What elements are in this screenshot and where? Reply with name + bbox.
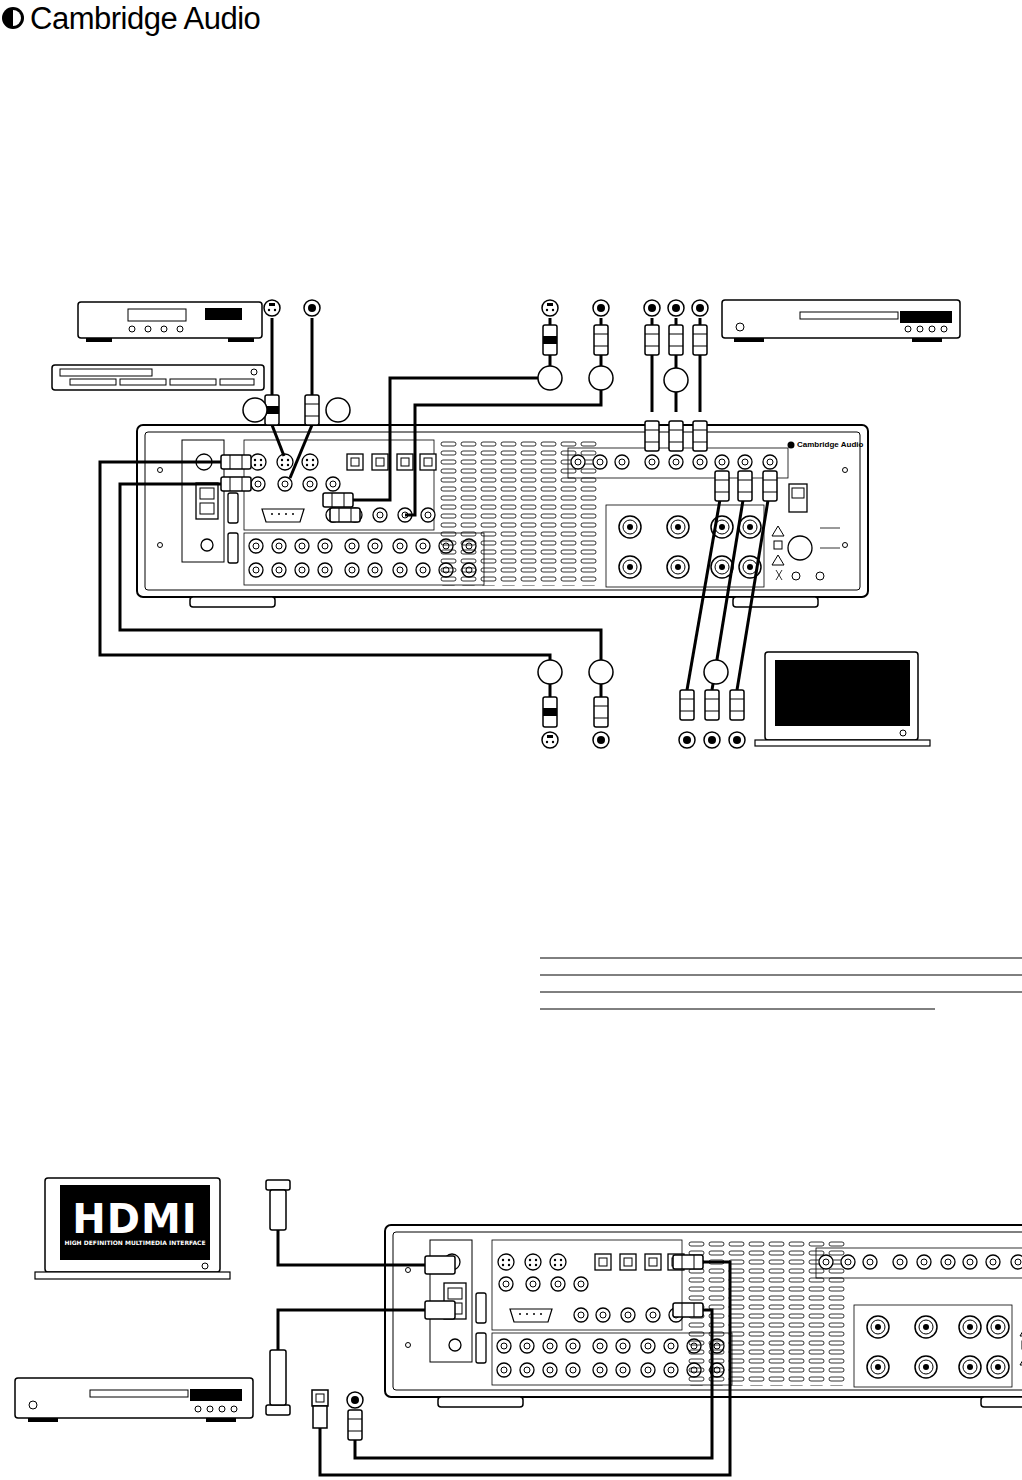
- hdmi-subtitle: HIGH DEFINITION MULTIMEDIA INTERFACE: [64, 1240, 205, 1246]
- tv-screen: HDMIHIGH DEFINITION MULTIMEDIA INTERFACE: [60, 1185, 210, 1260]
- brand-logo: Cambridge Audio: [30, 3, 260, 34]
- panel-logo: Cambridge Audio: [797, 441, 863, 449]
- hdmi-logo: HDMI: [72, 1198, 197, 1240]
